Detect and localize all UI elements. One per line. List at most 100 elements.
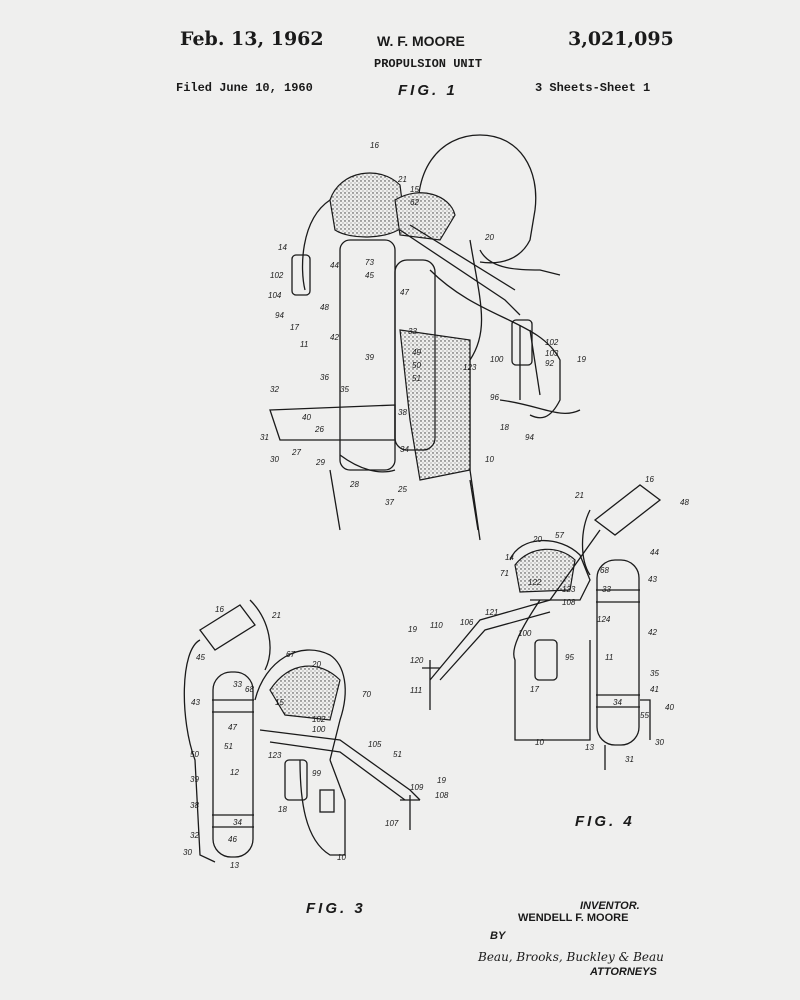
ref-numeral: 31 xyxy=(625,755,634,764)
ref-numeral: 40 xyxy=(302,413,311,422)
ref-numeral: 30 xyxy=(183,848,192,857)
ref-numeral: 51 xyxy=(412,374,421,383)
ref-numeral: 15 xyxy=(275,698,284,707)
ref-numeral: 47 xyxy=(400,288,409,297)
ref-numeral: 68 xyxy=(600,566,609,575)
ref-numeral: 38 xyxy=(190,801,199,810)
fig1-drawing xyxy=(269,134,581,541)
ref-numeral: 71 xyxy=(500,569,509,578)
fig3-drawing xyxy=(183,599,421,863)
ref-numeral: 49 xyxy=(412,348,421,357)
ref-numeral: 19 xyxy=(577,355,586,364)
ref-numeral: 110 xyxy=(430,621,443,630)
fig4-drawing xyxy=(422,484,662,770)
ref-numeral: 26 xyxy=(314,425,324,434)
ref-numeral: 70 xyxy=(362,690,371,699)
patent-number: 3,021,095 xyxy=(568,28,674,50)
ref-numeral: 50 xyxy=(190,750,199,759)
ref-numeral: 102 xyxy=(545,338,559,347)
ref-numeral: 42 xyxy=(648,628,657,637)
inventor-short: W. F. MOORE xyxy=(377,33,465,49)
ref-numeral: 21 xyxy=(397,175,407,184)
ref-numeral: 16 xyxy=(645,475,654,484)
patent-date: Feb. 13, 1962 xyxy=(180,28,324,50)
ref-numeral: 30 xyxy=(270,455,279,464)
ref-numeral: 48 xyxy=(320,303,329,312)
ref-numeral: 108 xyxy=(435,791,449,800)
sheet-count: 3 Sheets-Sheet 1 xyxy=(535,81,651,95)
ref-numeral: 11 xyxy=(605,653,613,662)
ref-numeral: 10 xyxy=(535,738,544,747)
ref-numeral: 15 xyxy=(410,185,419,194)
ref-numeral: 34 xyxy=(400,445,409,454)
ref-numeral: 55 xyxy=(640,711,649,720)
fig4-label: FIG. 4 xyxy=(575,813,635,830)
ref-numeral: 34 xyxy=(613,698,622,707)
ref-numeral: 37 xyxy=(385,498,394,507)
ref-numeral: 45 xyxy=(196,653,205,662)
ref-numeral: 21 xyxy=(574,491,584,500)
ref-numeral: 18 xyxy=(500,423,509,432)
ref-numeral: 16 xyxy=(370,141,379,150)
ref-numeral: 35 xyxy=(340,385,349,394)
ref-numeral: 44 xyxy=(330,261,339,270)
ref-numeral: 102 xyxy=(270,271,284,280)
ref-numeral: 39 xyxy=(365,353,374,362)
ref-numeral: 100 xyxy=(490,355,504,364)
ref-numeral: 46 xyxy=(228,835,237,844)
ref-numeral: 38 xyxy=(398,408,407,417)
ref-numeral: 17 xyxy=(290,323,299,332)
ref-numeral: 109 xyxy=(410,783,424,792)
ref-numeral: 100 xyxy=(312,725,326,734)
ref-numeral: 31 xyxy=(260,433,269,442)
ref-numeral: 28 xyxy=(349,480,359,489)
ref-numeral: 42 xyxy=(330,333,339,342)
ref-numeral: 96 xyxy=(490,393,499,402)
ref-numeral: 62 xyxy=(410,198,419,207)
ref-numeral: 94 xyxy=(525,433,534,442)
filed-date: Filed June 10, 1960 xyxy=(176,81,313,95)
ref-numeral: 20 xyxy=(484,233,494,242)
ref-numeral: 123 xyxy=(463,363,477,372)
ref-numeral: 29 xyxy=(315,458,325,467)
ref-numeral: 102 xyxy=(312,715,326,724)
ref-numeral: 41 xyxy=(650,685,659,694)
ref-numeral: 48 xyxy=(680,498,689,507)
ref-numeral: 120 xyxy=(410,656,424,665)
ref-numeral: 67 xyxy=(286,650,295,659)
ref-numeral: 57 xyxy=(555,531,564,540)
ref-numeral: 18 xyxy=(278,805,287,814)
ref-numeral: 20 xyxy=(532,535,542,544)
ref-numeral: 10 xyxy=(337,853,346,862)
ref-numeral: 68 xyxy=(245,685,254,694)
ref-numeral: 21 xyxy=(271,611,281,620)
fig1-label: FIG. 1 xyxy=(398,82,458,99)
ref-numeral: 51 xyxy=(224,742,233,751)
ref-numeral: 36 xyxy=(320,373,329,382)
patent-title: PROPULSION UNIT xyxy=(374,57,483,71)
ref-numeral: 99 xyxy=(312,769,321,778)
ref-numeral: 14 xyxy=(278,243,287,252)
ref-numeral: 13 xyxy=(585,743,594,752)
ref-numeral: 50 xyxy=(412,361,421,370)
ref-numeral: 17 xyxy=(530,685,539,694)
ref-numeral: 14 xyxy=(505,553,514,562)
ref-numeral: 107 xyxy=(385,819,399,828)
ref-numeral: 27 xyxy=(291,448,301,457)
ref-numeral: 43 xyxy=(648,575,657,584)
attorney-signature: Beau, Brooks, Buckley & Beau xyxy=(478,950,664,964)
ref-numeral: 122 xyxy=(528,578,542,587)
ref-numeral: 32 xyxy=(190,831,199,840)
ref-numeral: 105 xyxy=(368,740,382,749)
ref-numeral: 44 xyxy=(650,548,659,557)
ref-numeral: 34 xyxy=(233,818,242,827)
fig3-label: FIG. 3 xyxy=(306,900,366,917)
inventor-name: WENDELL F. MOORE xyxy=(518,912,629,924)
ref-numeral: 106 xyxy=(460,618,474,627)
ref-numeral: 47 xyxy=(228,723,237,732)
ref-numeral: 32 xyxy=(270,385,279,394)
ref-numeral: 108 xyxy=(562,598,576,607)
attorneys-label: ATTORNEYS xyxy=(590,966,657,978)
ref-numeral: 25 xyxy=(397,485,407,494)
